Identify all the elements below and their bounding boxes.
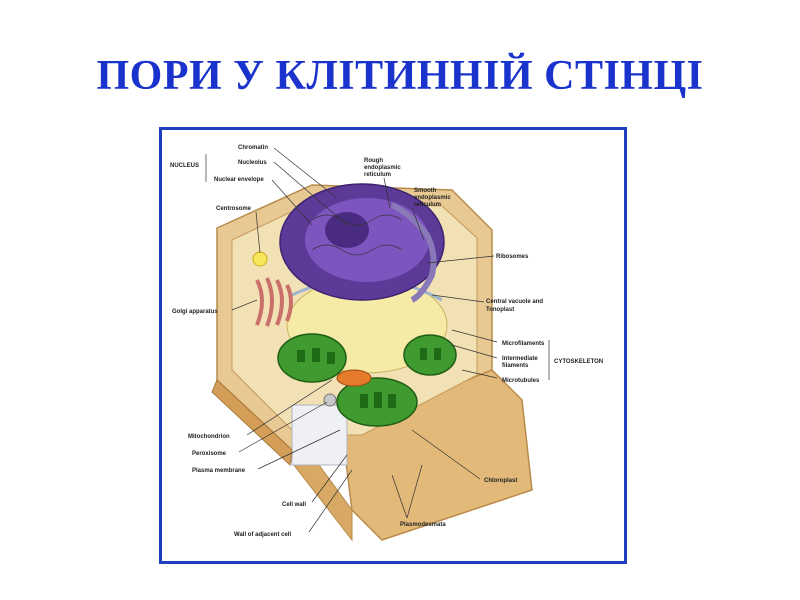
label-central-vacuole-1: Central vacuole and [486,299,543,305]
label-intermediate-1: Intermediate [502,356,538,362]
golgi-apparatus [255,277,293,327]
label-microtubules: Microtubules [502,378,540,384]
label-mitochondrion: Mitochondrion [188,434,230,440]
label-golgi: Golgi apparatus [172,309,218,315]
label-central-vacuole-2: Tonoplast [486,307,514,313]
label-nucleus: NUCLEUS [170,163,199,169]
label-smooth-er-2: endoplasmic [414,195,451,201]
label-cell-wall: Cell wall [282,502,306,508]
centrosome [252,251,268,267]
label-chloroplast: Chloroplast [484,478,517,484]
label-rough-er-3: reticulum [364,172,391,178]
label-wall-adjacent: Wall of adjacent cell [234,532,291,538]
label-peroxisome: Peroxisome [192,451,227,457]
mitochondrion [336,369,372,387]
label-nucleolus: Nucleolus [238,160,267,166]
label-ribosomes: Ribosomes [496,254,529,260]
label-smooth-er-1: Smooth [414,188,437,194]
label-intermediate-2: filaments [502,363,529,369]
chloroplasts [277,333,457,427]
label-cytoskeleton: CYTOSKELETON [554,359,603,365]
label-lines [205,147,550,533]
plant-cell-diagram: NUCLEUS Chromatin Nucleolus Nuclear enve… [159,127,627,564]
label-chromatin: Chromatin [238,145,268,151]
label-rough-er-1: Rough [364,158,383,164]
label-nuclear-envelope: Nuclear envelope [214,177,264,183]
label-microfilaments: Microfilaments [502,341,545,347]
label-smooth-er-3: reticulum [414,202,441,208]
plant-cell-illustration: NUCLEUS Chromatin Nucleolus Nuclear enve… [170,145,603,542]
slide-title: ПОРИ У КЛІТИННІЙ СТІНЦІ [96,53,704,99]
label-rough-er-2: endoplasmic [364,165,401,171]
rough-er [390,202,437,303]
label-centrosome: Centrosome [216,206,252,212]
peroxisome [323,393,337,407]
label-plasmodesmata: Plasmodesmata [400,522,446,528]
label-plasma-membrane: Plasma membrane [192,468,246,474]
